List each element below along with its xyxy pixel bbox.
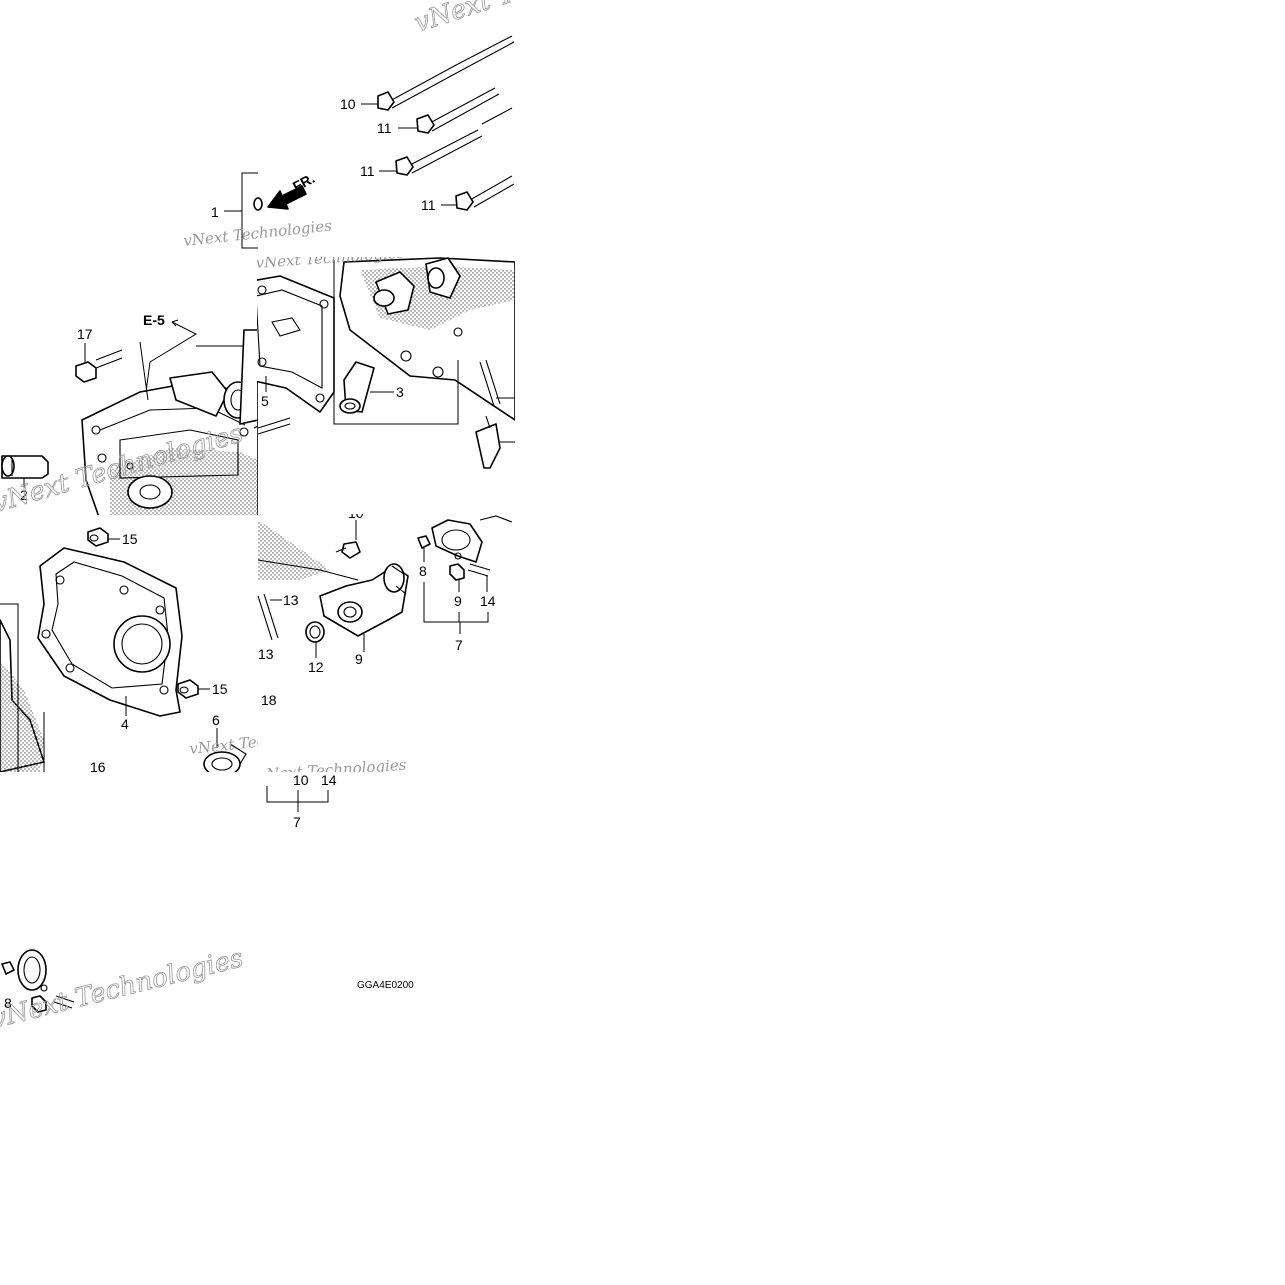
watermark-top: vNext Technologies <box>411 0 666 39</box>
valve-guide-3 <box>339 361 375 414</box>
hose-6 <box>203 743 247 772</box>
label-10-b: 10 <box>348 505 364 521</box>
label-5: 5 <box>261 393 269 409</box>
label-10: 9 <box>355 651 363 667</box>
label-7-a: 7 <box>455 637 463 653</box>
front-direction-arrow: FR. <box>267 170 317 210</box>
label-1: 1 <box>211 204 219 220</box>
label-13-b: 13 <box>258 646 274 662</box>
watermark-low-left: vNext Technologies <box>189 724 339 758</box>
reference-label: E-5 <box>143 312 165 328</box>
label-13-a: 13 <box>283 592 299 608</box>
label-11-b: 11 <box>377 120 392 136</box>
label-9-a: 9 <box>454 593 462 609</box>
label-7-b: 7 <box>293 814 301 830</box>
bolt-10 <box>335 520 361 559</box>
bolt-11-b <box>416 87 500 134</box>
watermark-top-left: vNext Technologies <box>183 216 333 250</box>
dowel-15-b <box>177 679 199 699</box>
stud-13 <box>257 593 279 641</box>
label-14-b: 14 <box>321 772 337 788</box>
label-11-d: 11 <box>421 197 436 213</box>
label-16: 16 <box>90 759 106 775</box>
hose-clamp-group <box>417 515 513 581</box>
label-6: 6 <box>212 712 220 728</box>
label-15-b: 15 <box>212 681 228 697</box>
bolt-11-d <box>455 175 515 211</box>
label-8-a: 8 <box>419 563 427 579</box>
hose-clamp-fragment <box>1 949 75 1013</box>
tile-top: 10 11 11 11 1 FR. vNext Technologies vNe… <box>183 0 667 250</box>
clamp-group-7-b: 10 14 7 <box>266 772 337 830</box>
label-14-a: 14 <box>480 593 496 609</box>
dowel-15-a <box>87 527 109 547</box>
label-11-c: 11 <box>360 163 375 179</box>
label-11-a: 10 <box>340 96 356 112</box>
valve-guide-2 <box>1 455 49 479</box>
bolt-17 <box>75 349 123 383</box>
water-joint-10 <box>319 563 409 637</box>
spark-plug <box>475 415 515 469</box>
label-4: 4 <box>121 716 129 732</box>
label-15-a: 15 <box>122 531 138 547</box>
drawing-code: GGA4E0200 <box>357 980 414 991</box>
tile-low-right: 10 9 13 13 12 <box>257 505 513 772</box>
label-8-b: 8 <box>4 995 12 1011</box>
label-18: 18 <box>261 692 277 708</box>
bolt-11-a <box>377 35 515 111</box>
tile-mid-left: 17 E-5 2 vNext Technologies <box>0 312 258 515</box>
tile-bottom-left: 8 vNext Technologies <box>0 943 247 1030</box>
label-17: 17 <box>77 326 93 342</box>
label-12: 12 <box>308 659 324 675</box>
label-3: 3 <box>396 384 404 400</box>
bolt-11-c <box>395 107 513 176</box>
label-2: 2 <box>20 487 28 503</box>
label-9-b: 10 <box>293 772 309 788</box>
tile-mid-right: 5 3 vNext Technologi <box>257 257 515 469</box>
